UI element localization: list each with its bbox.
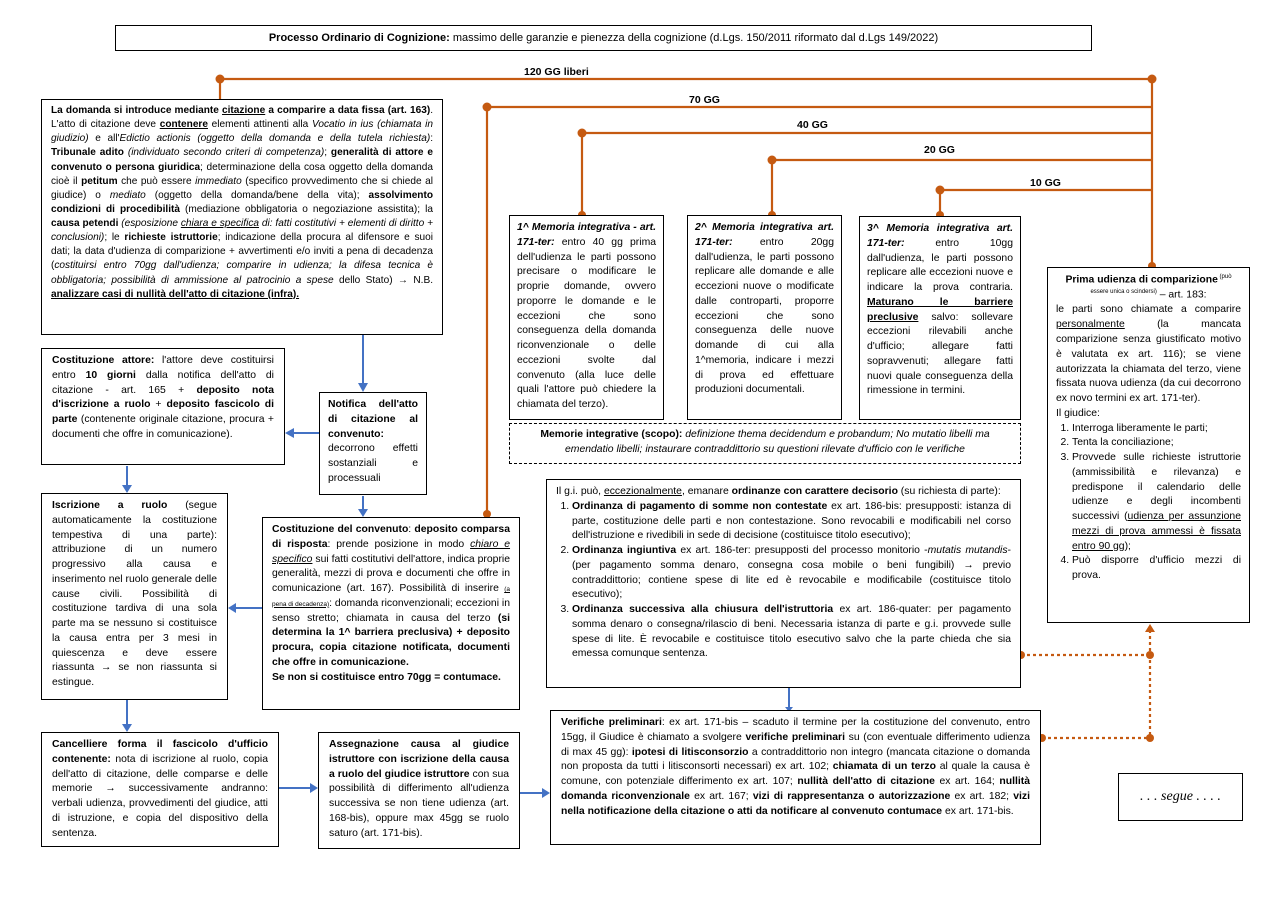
memoria-1-box: 1^ Memoria integrativa - art. 171-ter: e… [509,215,664,420]
timeline-70: 70 GG [689,94,720,106]
timeline-20: 20 GG [924,144,955,156]
costituzione-attore-box: Costituzione attore: l'attore deve costi… [41,348,285,465]
notifica-box: Notifica dell'atto di citazione al conve… [319,392,427,495]
dotted-links [1021,630,1152,740]
costituzione-convenuto-box: Costituzione del convenuto: deposito com… [262,517,520,710]
timeline-120: 120 GG liberi [524,66,589,78]
timeline-10: 10 GG [1030,177,1061,189]
ordinanze-box: Il g.i. può, eccezionalmente, emanare or… [546,479,1021,688]
prima-udienza-box: Prima udienza di comparizione (può esser… [1047,267,1250,623]
timeline-40: 40 GG [797,119,828,131]
page-title: Processo Ordinario di Cognizione: massim… [115,25,1092,51]
verifiche-box: Verifiche preliminari: ex art. 171-bis –… [550,710,1041,845]
memoria-3-box: 3^ Memoria integrativa art. 171-ter: ent… [859,216,1021,420]
assegnazione-box: Assegnazione causa al giudice istruttore… [318,732,520,849]
cancelliere-box: Cancelliere forma il fascicolo d'ufficio… [41,732,279,847]
timeline-lines [218,77,1154,512]
citazione-box: La domanda si introduce mediante citazio… [41,99,443,335]
memoria-2-box: 2^ Memoria integrativa art. 171-ter: ent… [687,215,842,420]
memorie-scopo-box: Memorie integrative (scopo): definizione… [509,423,1021,464]
segue-box: . . . segue . . . . [1118,773,1243,821]
flow-arrows [126,335,790,794]
iscrizione-ruolo-box: Iscrizione a ruolo (segue automaticament… [41,493,228,700]
